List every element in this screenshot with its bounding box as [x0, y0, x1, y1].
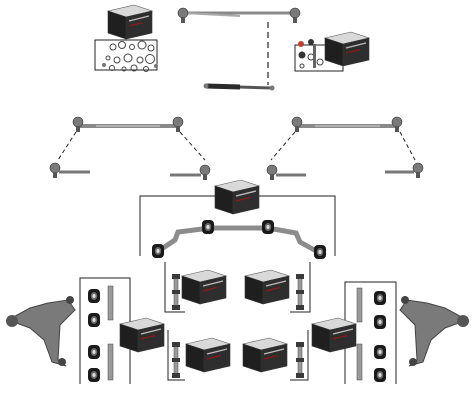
repair-kit-left [94, 4, 158, 72]
track-rod-assembly-left [49, 116, 211, 181]
link-box-center-left-lower [185, 337, 231, 373]
control-arm-left [6, 277, 165, 384]
control-arm-box-right [311, 317, 357, 353]
control-arm-box-left-lower [119, 317, 165, 353]
stabilizer-links-center-left [164, 262, 231, 381]
steering-damper [203, 83, 275, 91]
repair-kit-box-top-right [324, 31, 370, 67]
link-box-center-left-upper [181, 269, 227, 305]
stabilizer-kit-box [214, 179, 260, 215]
tie-rod-end-right-b [385, 162, 424, 179]
steering-tie-rod [177, 7, 301, 85]
stabilizer-bar-with-bushings [139, 179, 336, 259]
control-arm-right [311, 281, 469, 384]
repair-kit-right [294, 31, 370, 72]
link-box-center-right-upper [244, 269, 290, 305]
repair-kit-box-top-left [107, 4, 153, 40]
tie-rod-end-left-a [49, 162, 90, 179]
tie-rod-end-left-b [170, 164, 211, 181]
stabilizer-links-center-right [242, 262, 311, 381]
track-rod-assembly-right [266, 116, 424, 181]
tie-rod-end-right-a [266, 164, 306, 181]
link-box-center-right-lower [242, 337, 288, 373]
